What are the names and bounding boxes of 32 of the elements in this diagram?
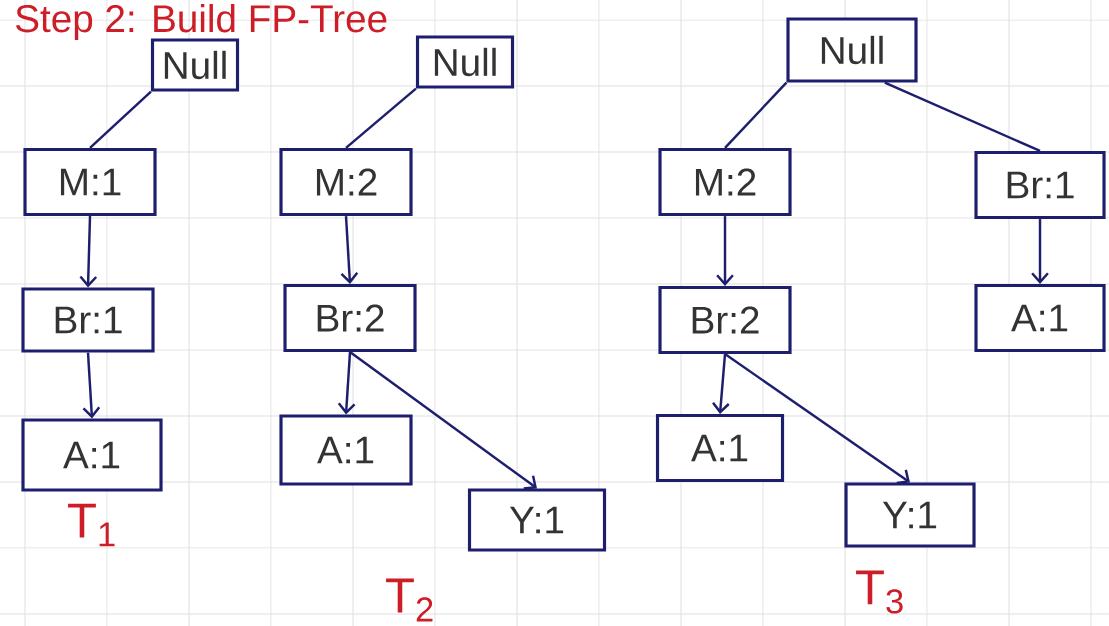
- tree-node-box: M:2: [658, 147, 792, 217]
- arrow: [79, 216, 98, 288]
- tree-node-box: Br:1: [974, 150, 1106, 220]
- tree-node-box: Null: [415, 35, 515, 89]
- tree-node-box: A:1: [655, 413, 785, 483]
- arrow: [82, 352, 101, 419]
- tree-node-box: A:1: [279, 414, 413, 486]
- tree-node-box: Br:2: [283, 283, 417, 353]
- tree-node-box: A:1: [21, 418, 163, 492]
- tree-node-box: Y:1: [467, 488, 607, 552]
- tree-label: T$_{3}$: [856, 570, 903, 614]
- tree-line: [345, 87, 417, 149]
- tree-node-box: M:1: [23, 147, 157, 217]
- arrow: [1031, 219, 1049, 284]
- arrow: [712, 353, 730, 414]
- tree-node-box: Null: [150, 38, 240, 92]
- tree-line: [89, 90, 152, 149]
- arrow: [724, 353, 910, 485]
- tree-node-box: Br:2: [658, 285, 792, 355]
- tree-node-box: A:1: [974, 283, 1106, 353]
- tree-node-box: Br:1: [21, 287, 155, 353]
- title: Step 2: Build FP-Tree: [16, 3, 387, 40]
- tree-label: T$_{2}$: [386, 578, 433, 622]
- tree-line: [884, 81, 1041, 153]
- tree-line: [724, 81, 788, 149]
- arrow: [340, 216, 359, 284]
- arrow: [716, 216, 734, 286]
- tree-node-box: M:2: [279, 147, 413, 217]
- arrow: [349, 351, 537, 490]
- arrow: [337, 352, 356, 415]
- tree-node-box: Null: [786, 17, 918, 83]
- tree-node-box: Y:1: [844, 482, 976, 548]
